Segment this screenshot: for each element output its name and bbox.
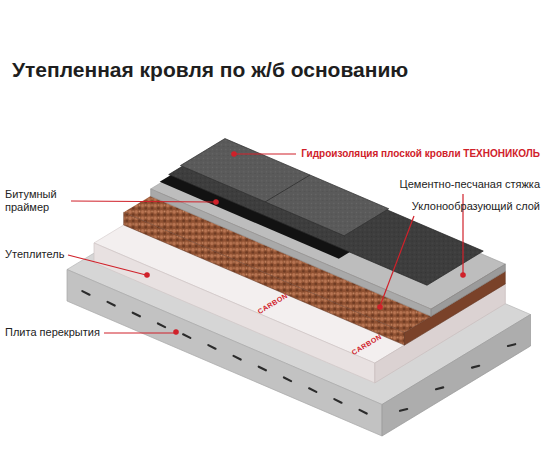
callout-label: Уклонообразующий слой	[412, 200, 540, 213]
callout-label: Утеплитель	[5, 248, 64, 261]
callout-label: Гидроизоляция плоской кровли ТЕХНОНИКОЛЬ	[301, 148, 540, 160]
callout-label: Цементно-песчаная стяжка	[400, 178, 540, 191]
callout-label: Битумный праймер	[5, 188, 67, 214]
callout-label: Плита перекрытия	[5, 326, 100, 339]
diagram-title: Утепленная кровля по ж/б основанию	[12, 58, 408, 82]
